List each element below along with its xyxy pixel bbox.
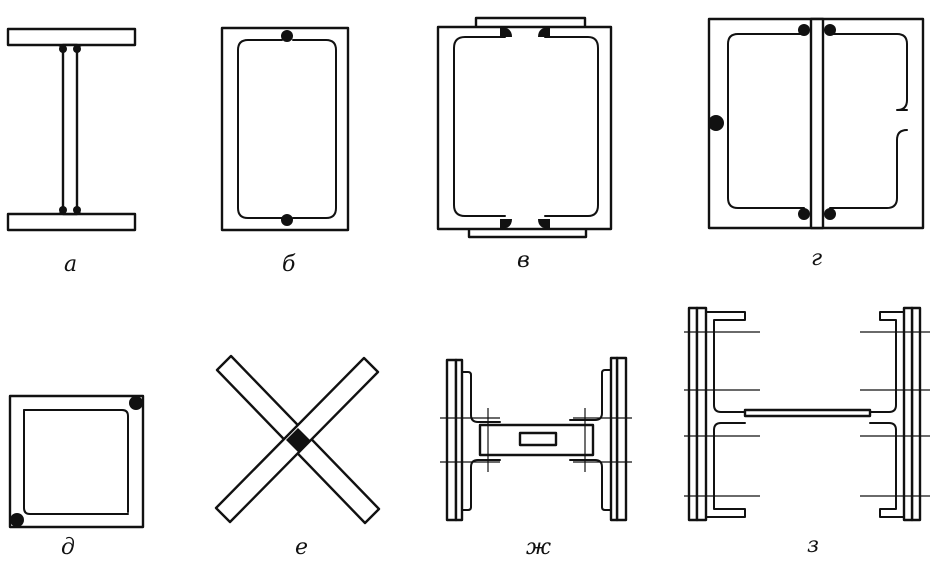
label-section-d: д [61, 535, 75, 560]
section-g-two-cell-box [707, 17, 925, 230]
label-section-v: в [517, 248, 530, 273]
section-d-angle-box [8, 394, 145, 529]
section-a-i-beam [6, 27, 137, 232]
section-v-channel-box-plates [436, 16, 613, 239]
label-section-g: г [811, 246, 823, 271]
section-z-built-up-h-large [684, 306, 930, 522]
label-section-a: а [64, 252, 78, 277]
section-e-cross-plates [214, 354, 381, 525]
section-zh-built-up-h [440, 356, 632, 522]
label-section-b: б [282, 252, 296, 277]
label-section-z: з [807, 533, 819, 558]
label-section-zh: ж [526, 535, 552, 560]
label-section-e: е [295, 535, 309, 560]
section-b-channel-box [220, 26, 350, 232]
